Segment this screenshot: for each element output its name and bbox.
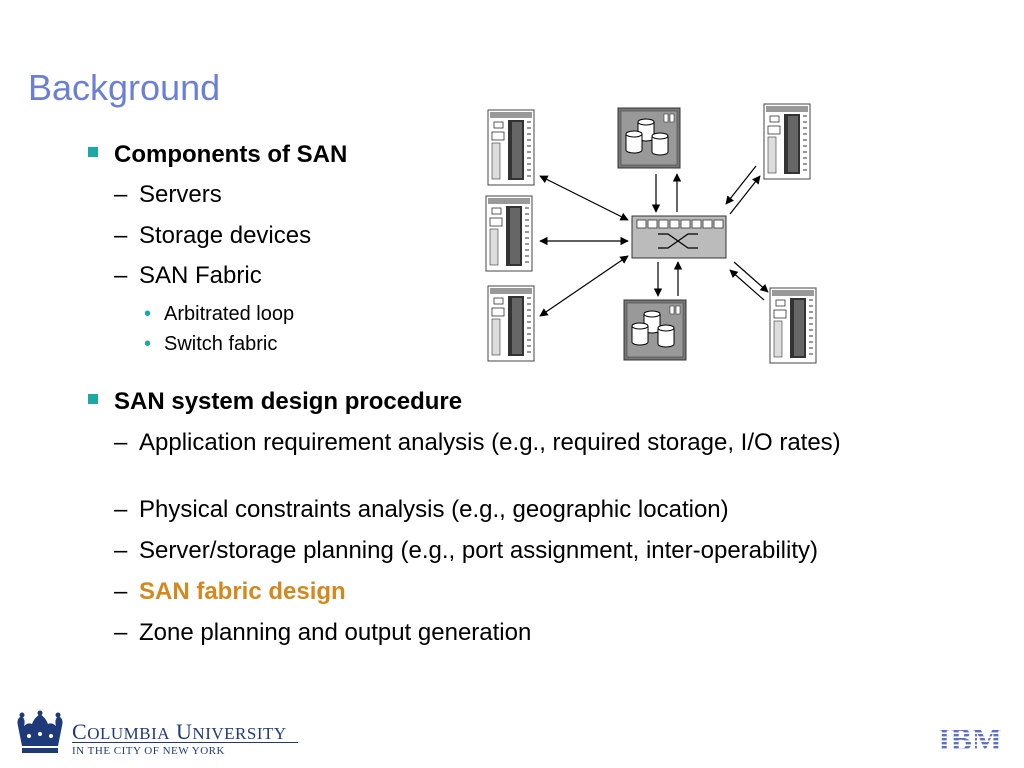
server-icon bbox=[763, 103, 811, 180]
san-diagram bbox=[485, 103, 817, 364]
list-item: –Server/storage planning (e.g., port ass… bbox=[114, 537, 819, 564]
square-bullet-icon bbox=[88, 147, 98, 157]
columbia-subtitle: IN THE CITY OF NEW YORK bbox=[72, 745, 225, 757]
list-item: –Application requirement analysis (e.g.,… bbox=[114, 429, 841, 456]
crown-icon bbox=[17, 710, 63, 753]
storage-icon bbox=[617, 107, 681, 169]
ibm-logo: IBM bbox=[938, 722, 1002, 756]
server-icon bbox=[485, 195, 533, 272]
server-icon bbox=[769, 287, 817, 364]
section1-heading: Components of SAN bbox=[88, 140, 347, 170]
server-icon bbox=[487, 109, 535, 186]
columbia-university-wordmark: COLUMBIA UNIVERSITY bbox=[72, 719, 287, 744]
server-icon bbox=[487, 285, 535, 362]
svg-text:IBM: IBM bbox=[938, 722, 1002, 756]
sub-list-item: •Switch fabric bbox=[144, 333, 278, 355]
square-bullet-icon bbox=[88, 394, 98, 404]
list-item: –SAN Fabric bbox=[114, 262, 262, 289]
highlighted-item: SAN fabric design bbox=[139, 578, 346, 605]
storage-icon bbox=[623, 299, 687, 361]
section2-heading: SAN system design procedure bbox=[88, 387, 462, 417]
list-item: –Storage devices bbox=[114, 222, 312, 249]
switch-icon bbox=[631, 215, 727, 259]
list-item: –Servers bbox=[114, 181, 222, 208]
list-item: –Physical constraints analysis (e.g., ge… bbox=[114, 496, 729, 523]
list-item: –SAN fabric design bbox=[114, 578, 934, 606]
list-item: –Zone planning and output generation bbox=[114, 619, 532, 646]
page-title: Background bbox=[28, 67, 221, 108]
divider bbox=[72, 742, 298, 743]
sub-list-item: •Arbitrated loop bbox=[144, 303, 295, 325]
